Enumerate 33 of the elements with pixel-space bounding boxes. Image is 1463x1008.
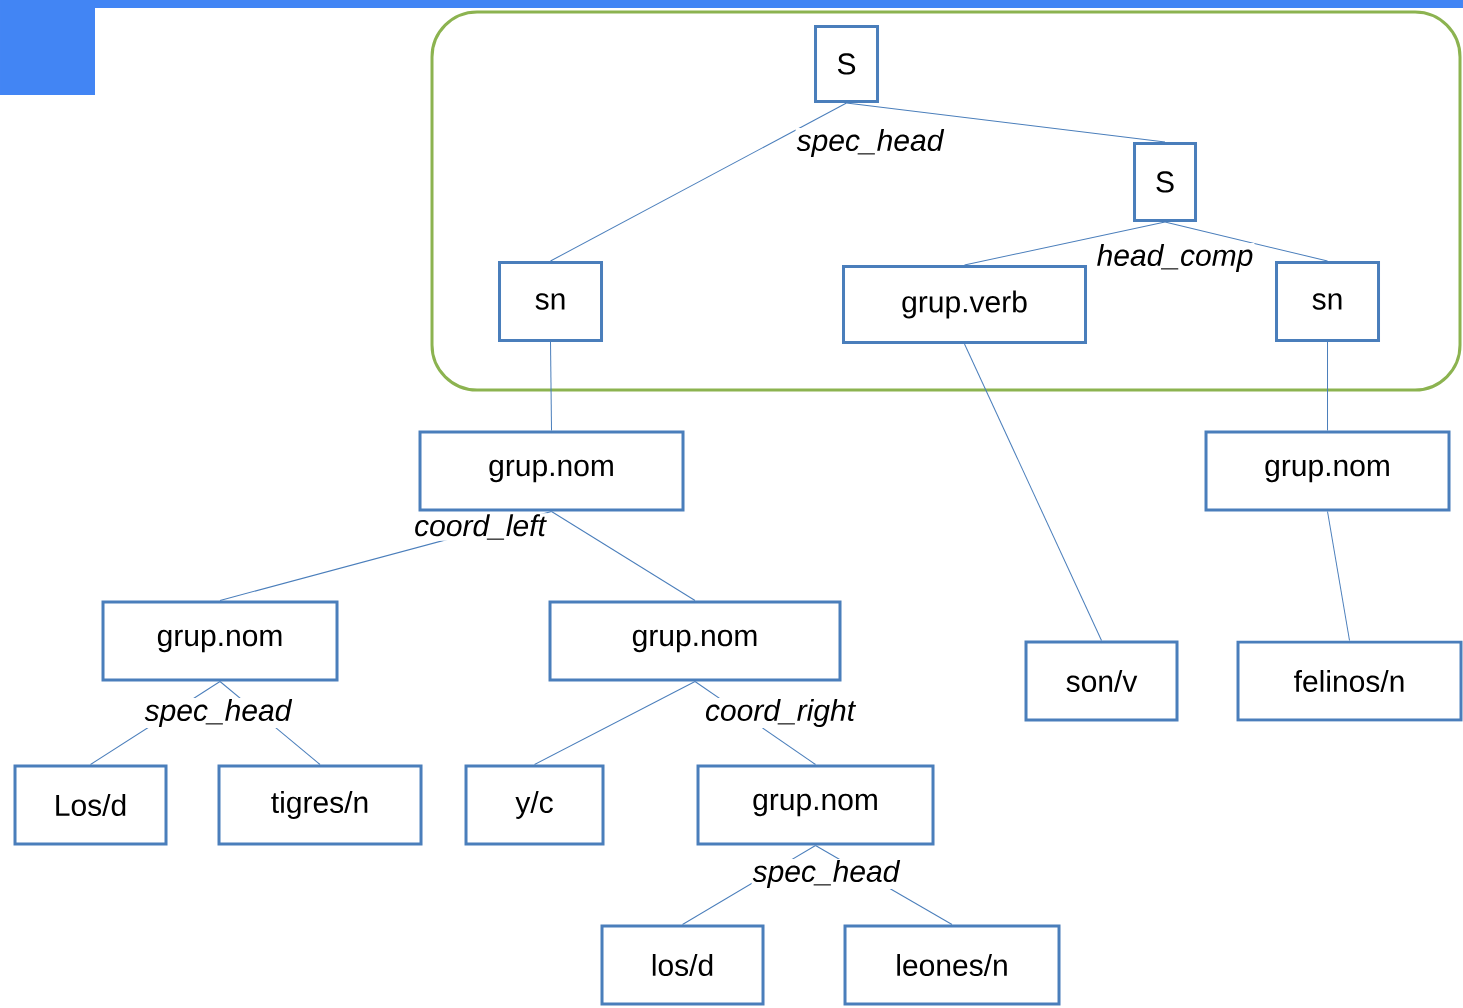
relation-label: coord_left — [413, 513, 547, 541]
relation-label: spec_head — [795, 128, 945, 158]
tree-node-box: sn — [1275, 261, 1380, 342]
tree-branch-line — [1327, 511, 1350, 641]
tree-node-box: felinos/n — [1236, 640, 1463, 722]
tree-node-box: sn — [498, 261, 603, 342]
tree-node-box: tigres/n — [217, 764, 423, 846]
tree-node-box: grup.nom — [101, 600, 339, 682]
tree-branch-line — [1164, 221, 1328, 262]
tree-node-box: grup.nom — [696, 764, 935, 846]
relation-label: head_comp — [1095, 243, 1255, 273]
tree-branch-line — [550, 102, 847, 262]
tree-node-box: los/d — [600, 924, 765, 1006]
relation-label: spec_head — [751, 859, 901, 889]
tree-node-box: grup.nom — [1204, 430, 1451, 512]
group-outline — [430, 10, 1462, 392]
tree-branch-line — [846, 102, 1166, 143]
relation-label: coord_right — [703, 698, 857, 728]
tree-branch-line — [964, 343, 1102, 641]
tree-branch-line — [550, 341, 552, 431]
tree-node-box: son/v — [1024, 640, 1179, 722]
tree-node-box: S — [814, 25, 879, 103]
tree-node-box: grup.verb — [842, 265, 1087, 344]
tree-branch-line — [1327, 341, 1328, 431]
tree-node-box: leones/n — [843, 924, 1061, 1006]
relation-label: spec_head — [143, 698, 293, 728]
tree-branch-line — [534, 681, 696, 765]
tree-node-box: S — [1133, 142, 1197, 222]
tree-node-box: Los/d — [13, 764, 168, 846]
tree-node-box: grup.nom — [548, 600, 842, 682]
tree-branch-line — [551, 511, 696, 601]
tree-branch-line — [964, 221, 1166, 266]
tree-node-box: y/c — [464, 764, 605, 846]
